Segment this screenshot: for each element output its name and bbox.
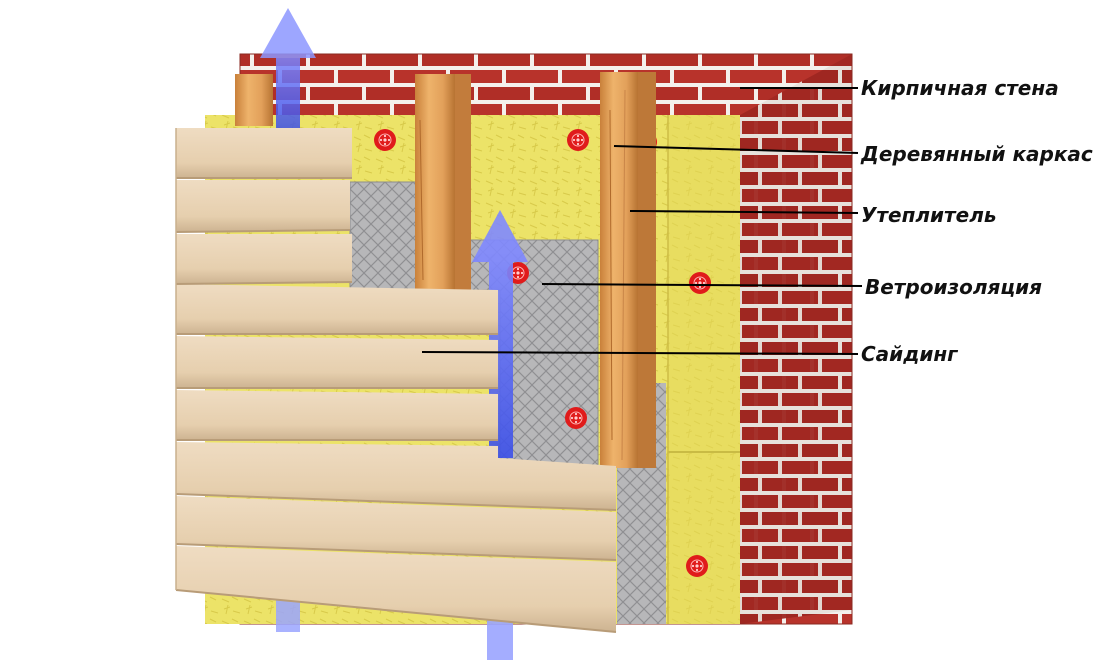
airflow-arrow-icon [260,8,316,632]
label-wood-frame: Деревянный каркас [861,142,1093,166]
wooden-frame [235,72,656,468]
insulation-anchor-icon [566,128,590,152]
insulation-anchor-icon [564,406,588,430]
label-wind-barrier: Ветроизоляция [865,275,1043,299]
insulation-anchor-icon [373,128,397,152]
insulation-anchor-icon [688,271,712,295]
label-insulation: Утеплитель [861,203,997,227]
leader-line-wood-frame [613,145,859,154]
leader-line-insulation [629,210,859,214]
leader-line-siding [421,351,859,355]
label-siding: Сайдинг [861,342,958,366]
siding-layer [175,128,617,633]
label-brick-wall: Кирпичная стена [861,76,1059,100]
insulation-anchor-icon [685,554,709,578]
leader-line-wind-barrier [541,283,863,287]
leader-lines [421,87,863,355]
